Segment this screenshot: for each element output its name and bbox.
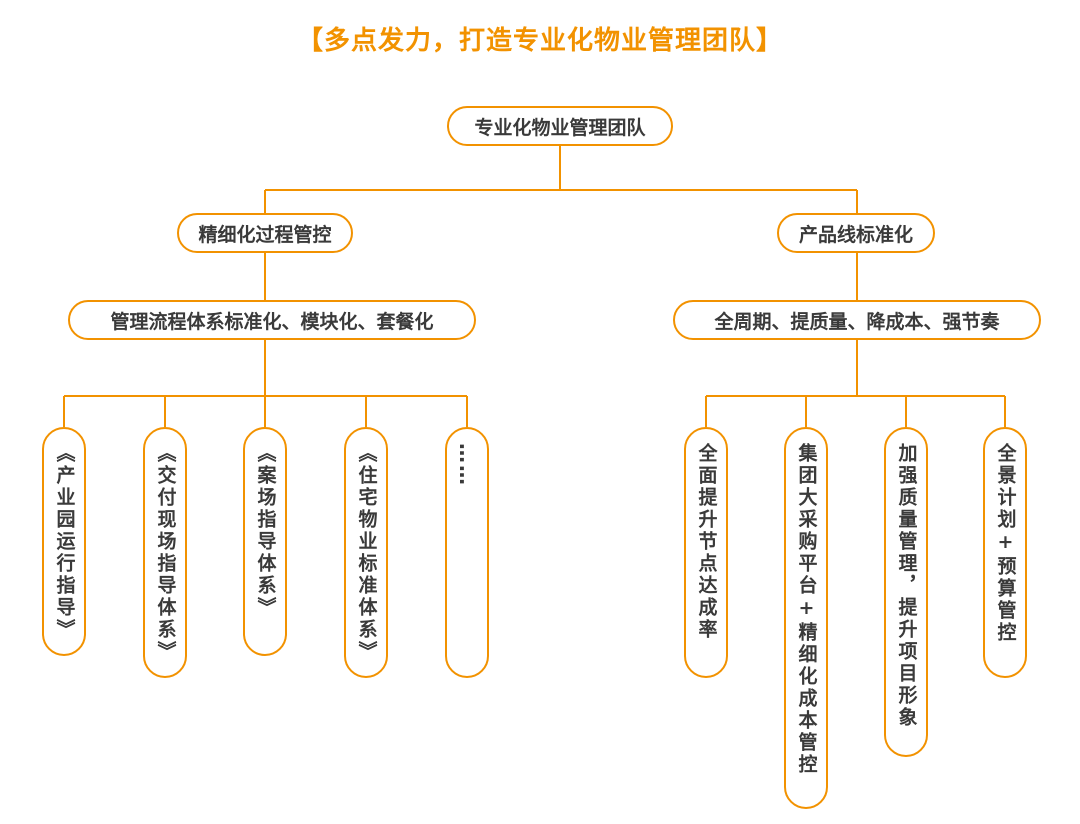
right-leaf-1: 全面提升节点达成率 bbox=[684, 427, 728, 678]
right-sub-label: 全周期、提质量、降成本、强节奏 bbox=[714, 310, 1000, 333]
right-leaf-2-label: 集团大采购平台+精细化成本管控 bbox=[795, 443, 818, 776]
right-leaf-1-label: 全面提升节点达成率 bbox=[695, 443, 718, 641]
left-leaf-3-label: 《案场指导体系》 bbox=[254, 443, 277, 619]
root-node: 专业化物业管理团队 bbox=[447, 106, 673, 146]
left-leaf-1: 《产业园运行指导》 bbox=[42, 427, 86, 656]
left-branch-node: 精细化过程管控 bbox=[177, 213, 353, 253]
right-leaf-4-label: 全景计划+预算管控 bbox=[994, 443, 1017, 644]
right-branch-label: 产品线标准化 bbox=[798, 223, 913, 246]
left-leaf-4-label: 《住宅物业标准体系》 bbox=[355, 443, 378, 663]
root-label: 专业化物业管理团队 bbox=[474, 116, 646, 139]
right-leaf-3-label: 加强质量管理，提升项目形象 bbox=[895, 443, 918, 729]
right-leaf-3: 加强质量管理，提升项目形象 bbox=[884, 427, 928, 757]
left-leaf-5: …… bbox=[445, 427, 489, 678]
left-leaf-2: 《交付现场指导体系》 bbox=[143, 427, 187, 678]
left-leaf-3: 《案场指导体系》 bbox=[243, 427, 287, 656]
right-leaf-4: 全景计划+预算管控 bbox=[983, 427, 1027, 678]
left-leaf-5-label: …… bbox=[455, 443, 479, 487]
left-sub-node: 管理流程体系标准化、模块化、套餐化 bbox=[68, 300, 476, 340]
right-sub-node: 全周期、提质量、降成本、强节奏 bbox=[673, 300, 1041, 340]
left-leaf-4: 《住宅物业标准体系》 bbox=[344, 427, 388, 678]
left-sub-label: 管理流程体系标准化、模块化、套餐化 bbox=[110, 310, 434, 333]
left-leaf-2-label: 《交付现场指导体系》 bbox=[154, 443, 177, 663]
right-leaf-2: 集团大采购平台+精细化成本管控 bbox=[784, 427, 828, 809]
diagram-title: 【多点发力，打造专业化物业管理团队】 bbox=[296, 26, 783, 56]
right-branch-node: 产品线标准化 bbox=[777, 213, 935, 253]
left-branch-label: 精细化过程管控 bbox=[198, 223, 332, 246]
left-leaf-1-label: 《产业园运行指导》 bbox=[53, 443, 76, 641]
